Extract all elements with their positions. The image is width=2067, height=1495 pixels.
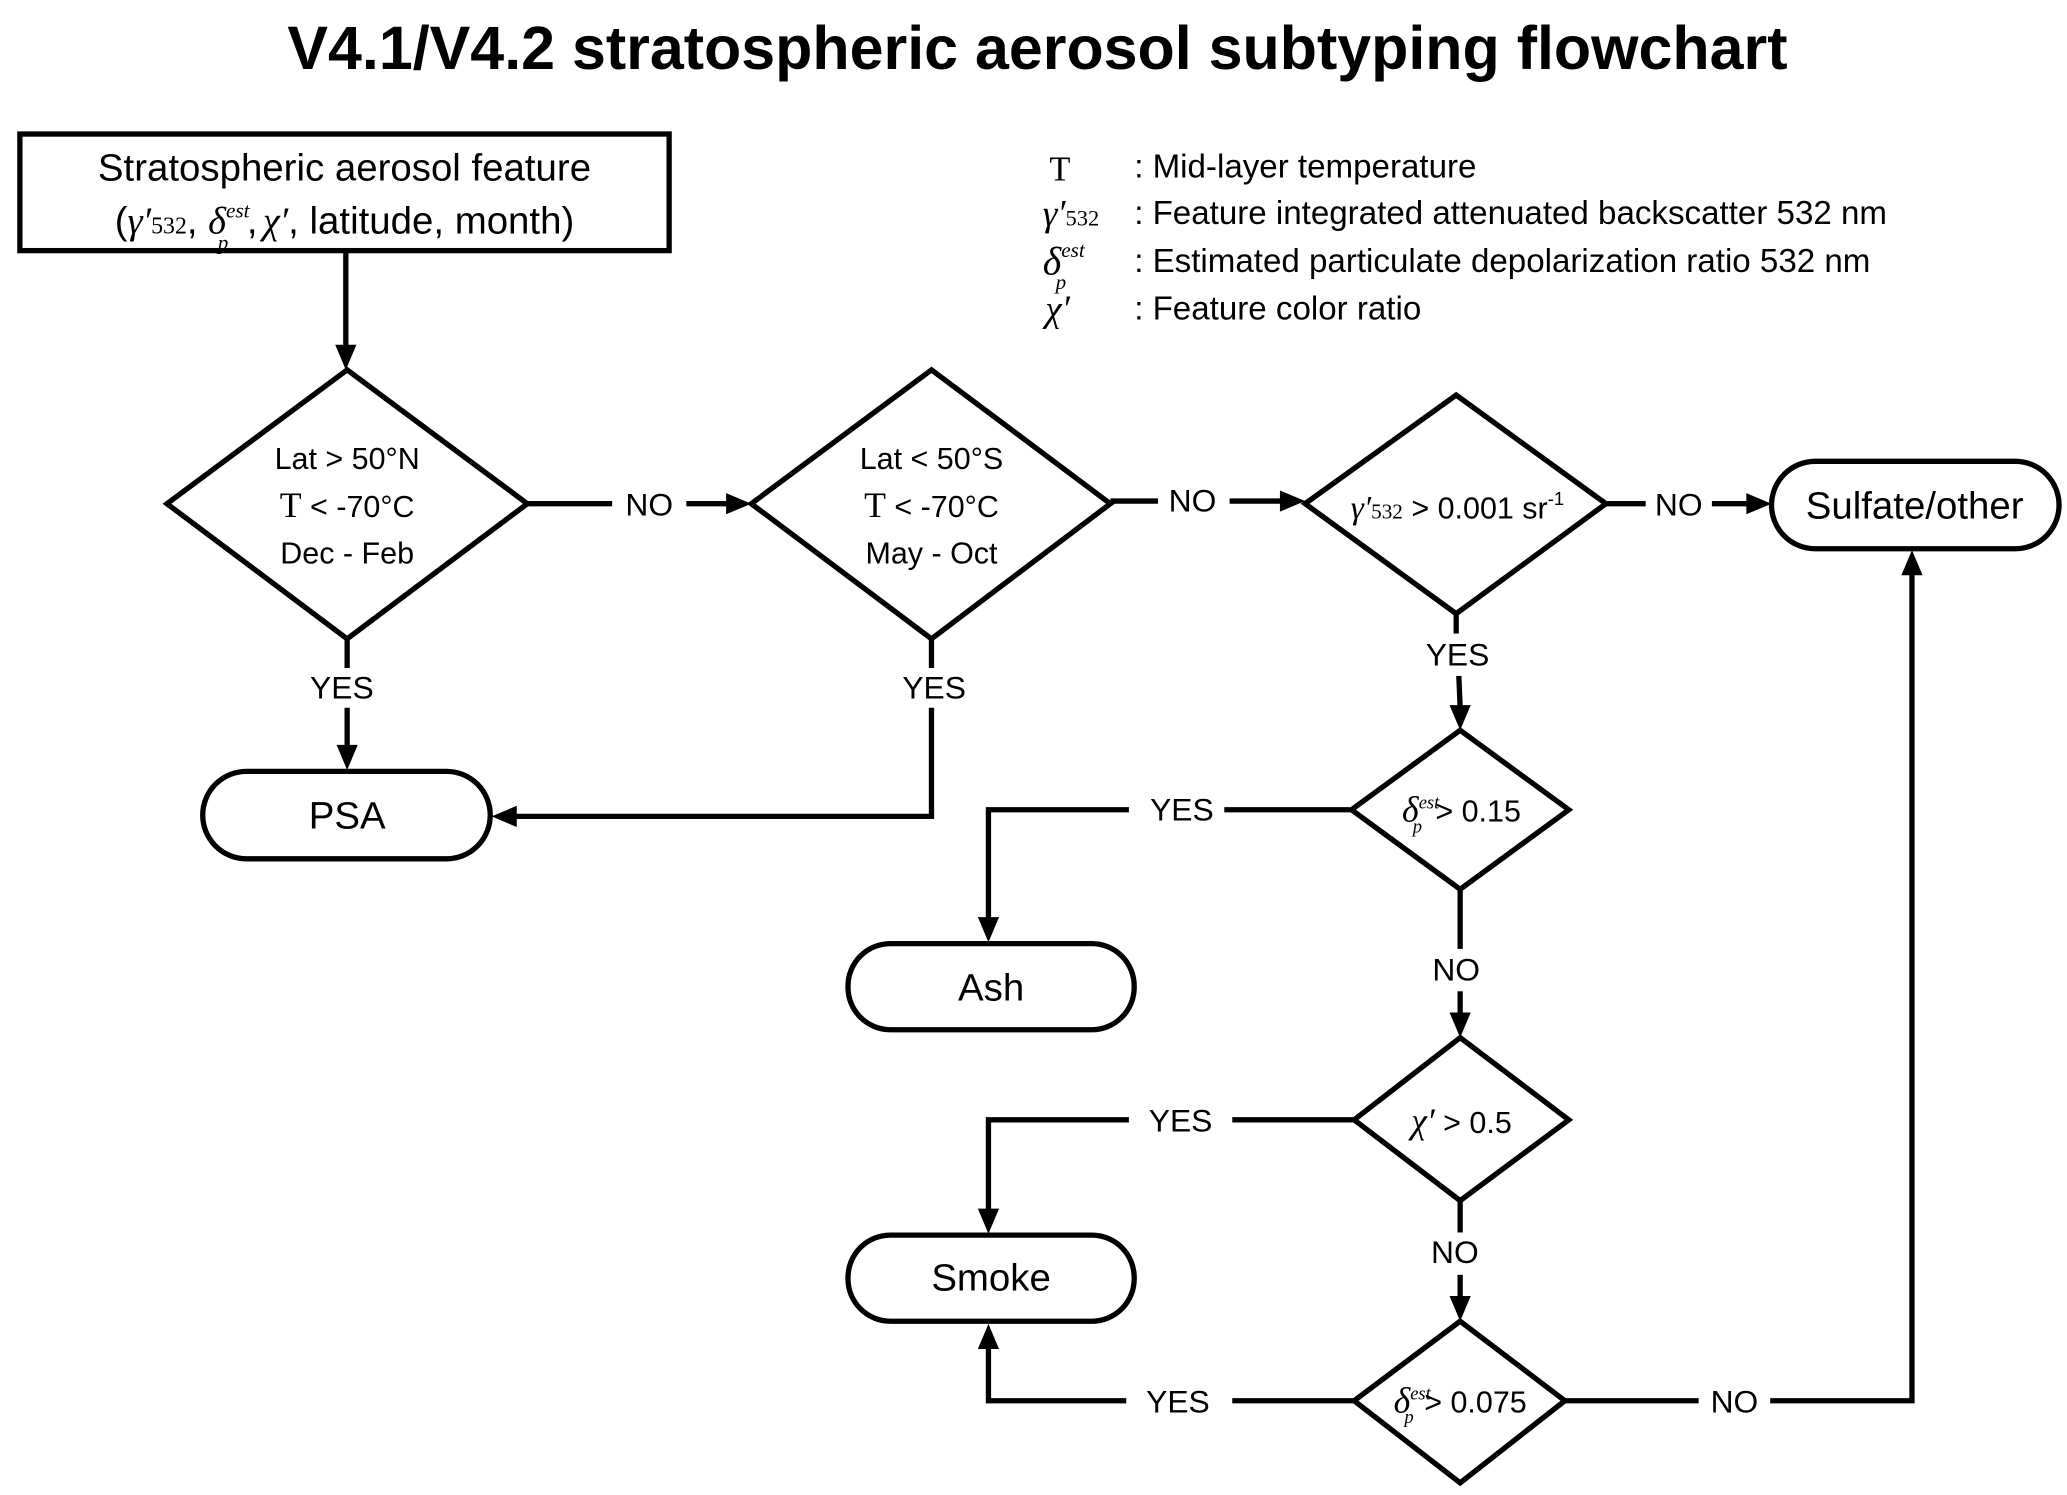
legend-desc-t: : Mid-layer temperature: [1134, 149, 1476, 186]
decision-south-line3: May - Oct: [865, 536, 998, 570]
decision-backscatter: γ′532 > 0.001 sr-1: [1300, 391, 1611, 617]
edge-label-yes: YES: [310, 669, 374, 705]
decision-color-ratio: χ′ > 0.5: [1349, 1034, 1574, 1204]
terminal-sulfate-label: Sulfate/other: [1806, 484, 2024, 527]
edge-label-yes: YES: [1150, 791, 1214, 827]
edge-label-no: NO: [625, 487, 673, 523]
edge-d5-yes: YES: [977, 1103, 1355, 1234]
legend-symbol-t: T: [1049, 150, 1070, 188]
edge-d2-no: NO: [1110, 483, 1306, 519]
edge-d4-yes: YES: [977, 791, 1352, 943]
legend-desc-chi: : Feature color ratio: [1134, 291, 1421, 328]
edge-label-yes: YES: [1146, 1384, 1210, 1420]
edge-label-no: NO: [1432, 952, 1480, 988]
edge-label-yes: YES: [902, 669, 966, 705]
edge-d1-yes: YES: [310, 638, 374, 771]
edge-label-no: NO: [1169, 483, 1217, 519]
terminal-ash-label: Ash: [958, 967, 1024, 1010]
terminal-smoke-label: Smoke: [931, 1257, 1051, 1300]
edge-d3-yes: YES: [1426, 613, 1490, 731]
legend-desc-gamma: : Feature integrated attenuated backscat…: [1134, 195, 1887, 232]
terminal-psa: PSA: [200, 768, 493, 862]
terminal-smoke: Smoke: [845, 1232, 1137, 1324]
legend-symbol-gamma: γ′532: [1043, 193, 1100, 234]
edge-start-to-d1: [335, 250, 357, 370]
diagram-title: V4.1/V4.2 stratospheric aerosol subtypin…: [287, 14, 1787, 82]
start-node-line1: Stratospheric aerosol feature: [98, 146, 591, 189]
edge-d6-no: NO: [1564, 550, 1923, 1420]
edge-label-yes: YES: [1426, 636, 1490, 672]
legend: T : Mid-layer temperature γ′532 : Featur…: [1042, 149, 1887, 330]
edge-d2-yes: YES: [491, 638, 966, 827]
terminal-sulfate-other: Sulfate/other: [1768, 458, 2062, 552]
edge-label-no: NO: [1431, 1234, 1479, 1270]
decision-north-psa: Lat > 50°N T < -70°C Dec - Feb: [162, 366, 532, 643]
decision-backscatter-label: γ′532 > 0.001 sr-1: [1351, 488, 1564, 526]
decision-south-line1: Lat < 50°S: [860, 442, 1003, 476]
edge-d1-no: NO: [527, 487, 752, 523]
edge-label-no: NO: [1655, 487, 1703, 523]
edge-d5-no: NO: [1431, 1200, 1479, 1322]
decision-north-line1: Lat > 50°N: [275, 442, 420, 476]
edge-label-yes: YES: [1149, 1103, 1213, 1139]
edge-d3-no: NO: [1605, 487, 1772, 523]
legend-desc-delta: : Estimated particulate depolarization r…: [1134, 243, 1870, 280]
start-node: Stratospheric aerosol feature (γ′532,δes…: [17, 131, 672, 255]
decision-north-line2: T < -70°C: [280, 485, 415, 525]
edge-label-no: NO: [1711, 1384, 1759, 1420]
edge-d6-yes: YES: [977, 1323, 1355, 1420]
decision-north-line3: Dec - Feb: [280, 536, 414, 570]
decision-color-ratio-label: χ′ > 0.5: [1408, 1101, 1512, 1141]
edge-d4-no: NO: [1432, 889, 1480, 1038]
decision-south-psa: Lat < 50°S T < -70°C May - Oct: [746, 366, 1115, 643]
decision-south-line2: T < -70°C: [864, 485, 999, 525]
legend-symbol-chi: χ′: [1042, 289, 1070, 330]
terminal-psa-label: PSA: [309, 794, 386, 837]
terminal-ash: Ash: [845, 940, 1137, 1033]
